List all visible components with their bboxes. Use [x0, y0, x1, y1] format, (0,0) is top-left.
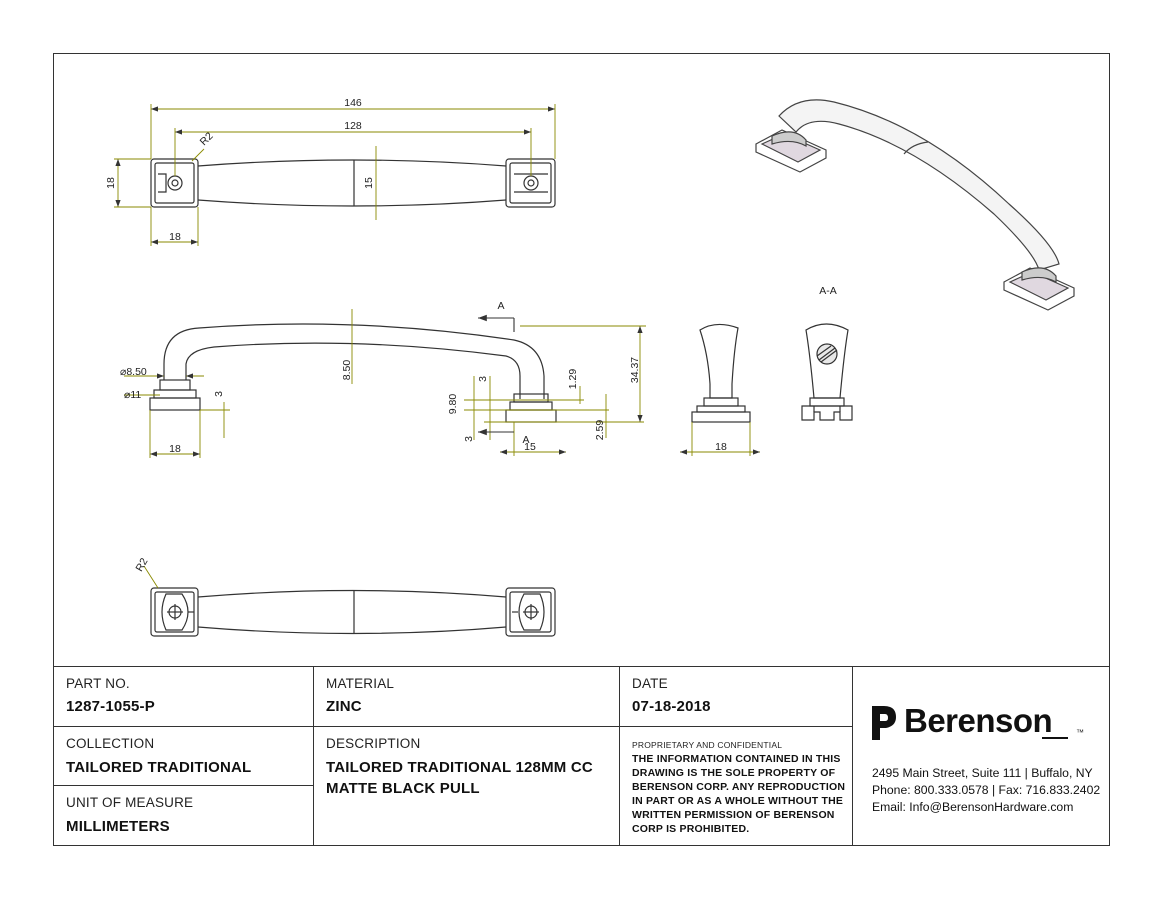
bottom-view [150, 587, 556, 637]
dim-depth-3-upper: 3 [477, 376, 489, 382]
dim-height-2-59: 2.59 [594, 420, 606, 441]
title-block-row-rule-2 [54, 785, 313, 786]
material-label: MATERIAL [326, 676, 395, 691]
uom-value: MILLIMETERS [66, 818, 170, 835]
technical-drawing: 146 128 R2 18 15 18 [105, 97, 1075, 637]
dim-collar-height: 3 [213, 391, 225, 397]
dim-depth-3-lower: 3 [463, 436, 475, 442]
date-value: 07-18-2018 [632, 698, 711, 715]
dim-base-15: 15 [524, 441, 536, 453]
brand-logo: Berenson ™ [870, 702, 1100, 746]
title-block-divider-2 [619, 666, 620, 846]
berenson-b-logo-icon [872, 706, 896, 740]
section-cut-markers [478, 314, 515, 436]
proprietary-line: WRITTEN PERMISSION OF BERENSON [632, 809, 835, 821]
dim-depth-9-80: 9.80 [447, 394, 459, 415]
proprietary-line: BERENSON CORP. ANY REPRODUCTION [632, 781, 846, 793]
end-view [691, 323, 751, 423]
section-arrow-a-top: A [497, 300, 504, 312]
company-phone: Phone: 800.333.0578 | Fax: 716.833.2402 [872, 783, 1101, 797]
title-block-row-rule-1 [54, 726, 852, 727]
brand-underline [1042, 737, 1068, 739]
title-block-divider-3 [852, 666, 853, 846]
section-arrow-a-bottom: A [522, 434, 529, 446]
drawing-sheet: 146 128 R2 18 15 18 [53, 53, 1110, 846]
description-line-1: TAILORED TRADITIONAL 128MM CC [326, 759, 593, 776]
date-label: DATE [632, 676, 668, 691]
dim-base-width-top: 18 [169, 231, 181, 243]
section-view [801, 323, 853, 421]
proprietary-line: CORP IS PROHIBITED. [632, 823, 750, 835]
proprietary-line: DRAWING IS THE SOLE PROPERTY OF [632, 767, 836, 779]
company-email[interactable]: Email: Info@BerensonHardware.com [872, 800, 1074, 814]
dim-post-diameter: ⌀8.50 [120, 366, 147, 378]
section-label: A-A [819, 285, 837, 297]
brand-name: Berenson [904, 702, 1053, 739]
dim-base-diameter: ⌀11 [124, 389, 141, 401]
dim-radius-bottom: R2 [133, 556, 150, 574]
material-value: ZINC [326, 698, 362, 715]
proprietary-line: IN PART OR AS A WHOLE WITHOUT THE [632, 795, 844, 807]
side-view-dimensions [124, 309, 646, 458]
dim-end-view-width: 18 [715, 441, 727, 453]
dim-radius-top: R2 [198, 130, 216, 148]
proprietary-notice: THE INFORMATION CONTAINED IN THIS DRAWIN… [632, 752, 847, 836]
part-no-label: PART NO. [66, 676, 130, 691]
dim-center-to-center: 128 [344, 120, 362, 132]
uom-label: UNIT OF MEASURE [66, 795, 194, 810]
title-block-divider-1 [313, 666, 314, 846]
dim-offset-1-29: 1.29 [567, 369, 579, 390]
proprietary-line: THE INFORMATION CONTAINED IN THIS [632, 753, 841, 765]
side-view [149, 323, 557, 423]
part-no-value: 1287-1055-P [66, 698, 155, 715]
isometric-view [755, 99, 1075, 311]
dim-grip-thickness: 8.50 [341, 360, 353, 381]
company-address: 2495 Main Street, Suite 111 | Buffalo, N… [872, 766, 1093, 780]
dim-base-height: 18 [105, 177, 117, 189]
trademark-mark: ™ [1076, 728, 1084, 737]
dim-grip-width: 15 [363, 177, 375, 189]
dim-overall-length: 146 [344, 97, 362, 109]
description-label: DESCRIPTION [326, 736, 421, 751]
top-view [150, 158, 556, 208]
title-block-top-rule [54, 666, 1109, 667]
dim-height-34-37: 34.37 [629, 357, 641, 383]
collection-value: TAILORED TRADITIONAL [66, 759, 252, 776]
dim-base-width-side: 18 [169, 443, 181, 455]
top-view-dimensions [114, 104, 556, 246]
proprietary-heading: PROPRIETARY AND CONFIDENTIAL [632, 740, 783, 750]
collection-label: COLLECTION [66, 736, 155, 751]
description-line-2: MATTE BLACK PULL [326, 780, 480, 797]
